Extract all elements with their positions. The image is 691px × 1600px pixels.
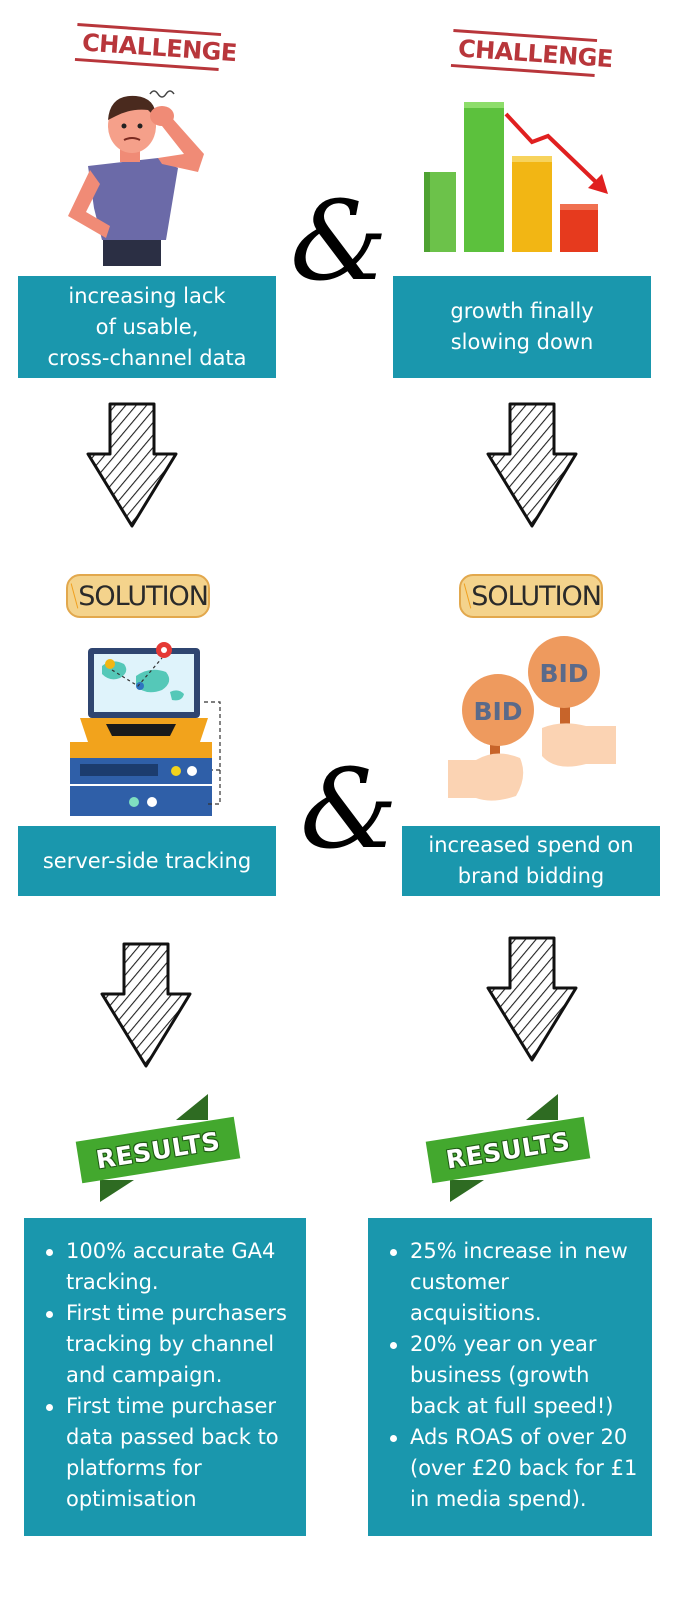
challenge-box-left: increasing lack of usable, cross-channel… (18, 276, 276, 378)
results-box-right: 25% increase in new customer acquisition… (368, 1218, 652, 1536)
bid-paddles-illustration: BID BID (448, 636, 616, 801)
challenge-text-right-line1: growth finally (450, 299, 594, 323)
banner-fold (100, 1180, 134, 1202)
results-list-item: 100% accurate GA4 tracking. (44, 1236, 298, 1298)
solution-box-left: server-side tracking (18, 826, 276, 896)
results-list-left: 100% accurate GA4 tracking. First time p… (44, 1236, 298, 1515)
declining-bars-illustration (424, 102, 608, 252)
challenge-stamp-right: CHALLENGE (450, 29, 614, 77)
solution-box-right: increased spend on brand bidding (402, 826, 660, 896)
solution-text-right-line2: brand bidding (457, 864, 605, 888)
ampersand-connector-top: & (290, 177, 388, 305)
solution-text-right-line1: increased spend on (428, 833, 634, 857)
challenge-stamp-left: CHALLENGE (74, 23, 238, 71)
results-list-item: 20% year on year business (growth back a… (388, 1329, 644, 1422)
results-banner-right-label: RESULTS (425, 1116, 591, 1184)
challenge-text-left-line1: increasing lack (68, 283, 226, 308)
results-list-right: 25% increase in new customer acquisition… (388, 1236, 644, 1515)
results-banner-right: RESULTS (425, 1094, 591, 1204)
solution-badge-right: SOLUTION (459, 574, 603, 618)
results-box-left: 100% accurate GA4 tracking. First time p… (24, 1218, 306, 1536)
challenge-text-left-line2: of usable, (95, 314, 199, 339)
results-list-item: Ads ROAS of over 20 (over £20 back for £… (388, 1422, 644, 1515)
challenge-box-right: growth finally slowing down (393, 276, 651, 378)
solution-badge-left-label: SOLUTION (78, 580, 209, 612)
results-list-item: First time purchaser data passed back to… (44, 1391, 298, 1515)
puzzle-piece-icon (70, 583, 78, 609)
challenge-text-right-line2: slowing down (450, 330, 594, 354)
server-map-illustration (70, 642, 221, 816)
banner-fold (176, 1094, 208, 1120)
down-arrow-left-2 (100, 942, 192, 1068)
results-banner-left: RESULTS (75, 1094, 241, 1204)
banner-fold (526, 1094, 558, 1120)
down-arrow-right-1 (486, 402, 578, 528)
solution-text-left: server-side tracking (42, 848, 252, 873)
ampersand-connector-middle: & (300, 745, 398, 873)
puzzle-piece-icon (463, 583, 471, 609)
results-list-item: 25% increase in new customer acquisition… (388, 1236, 644, 1329)
bid-paddle-right-label: BID (539, 659, 588, 688)
challenge-text-left-line3: cross-channel data (47, 345, 247, 370)
confused-person-illustration (68, 90, 204, 266)
solution-badge-left: SOLUTION (66, 574, 210, 618)
results-list-item: First time purchasers tracking by channe… (44, 1298, 298, 1391)
down-arrow-left-1 (86, 402, 178, 528)
down-arrow-right-2 (486, 936, 578, 1062)
solution-badge-right-label: SOLUTION (471, 580, 602, 612)
banner-fold (450, 1180, 484, 1202)
results-banner-left-label: RESULTS (75, 1116, 241, 1184)
bid-paddle-left-label: BID (473, 697, 522, 726)
